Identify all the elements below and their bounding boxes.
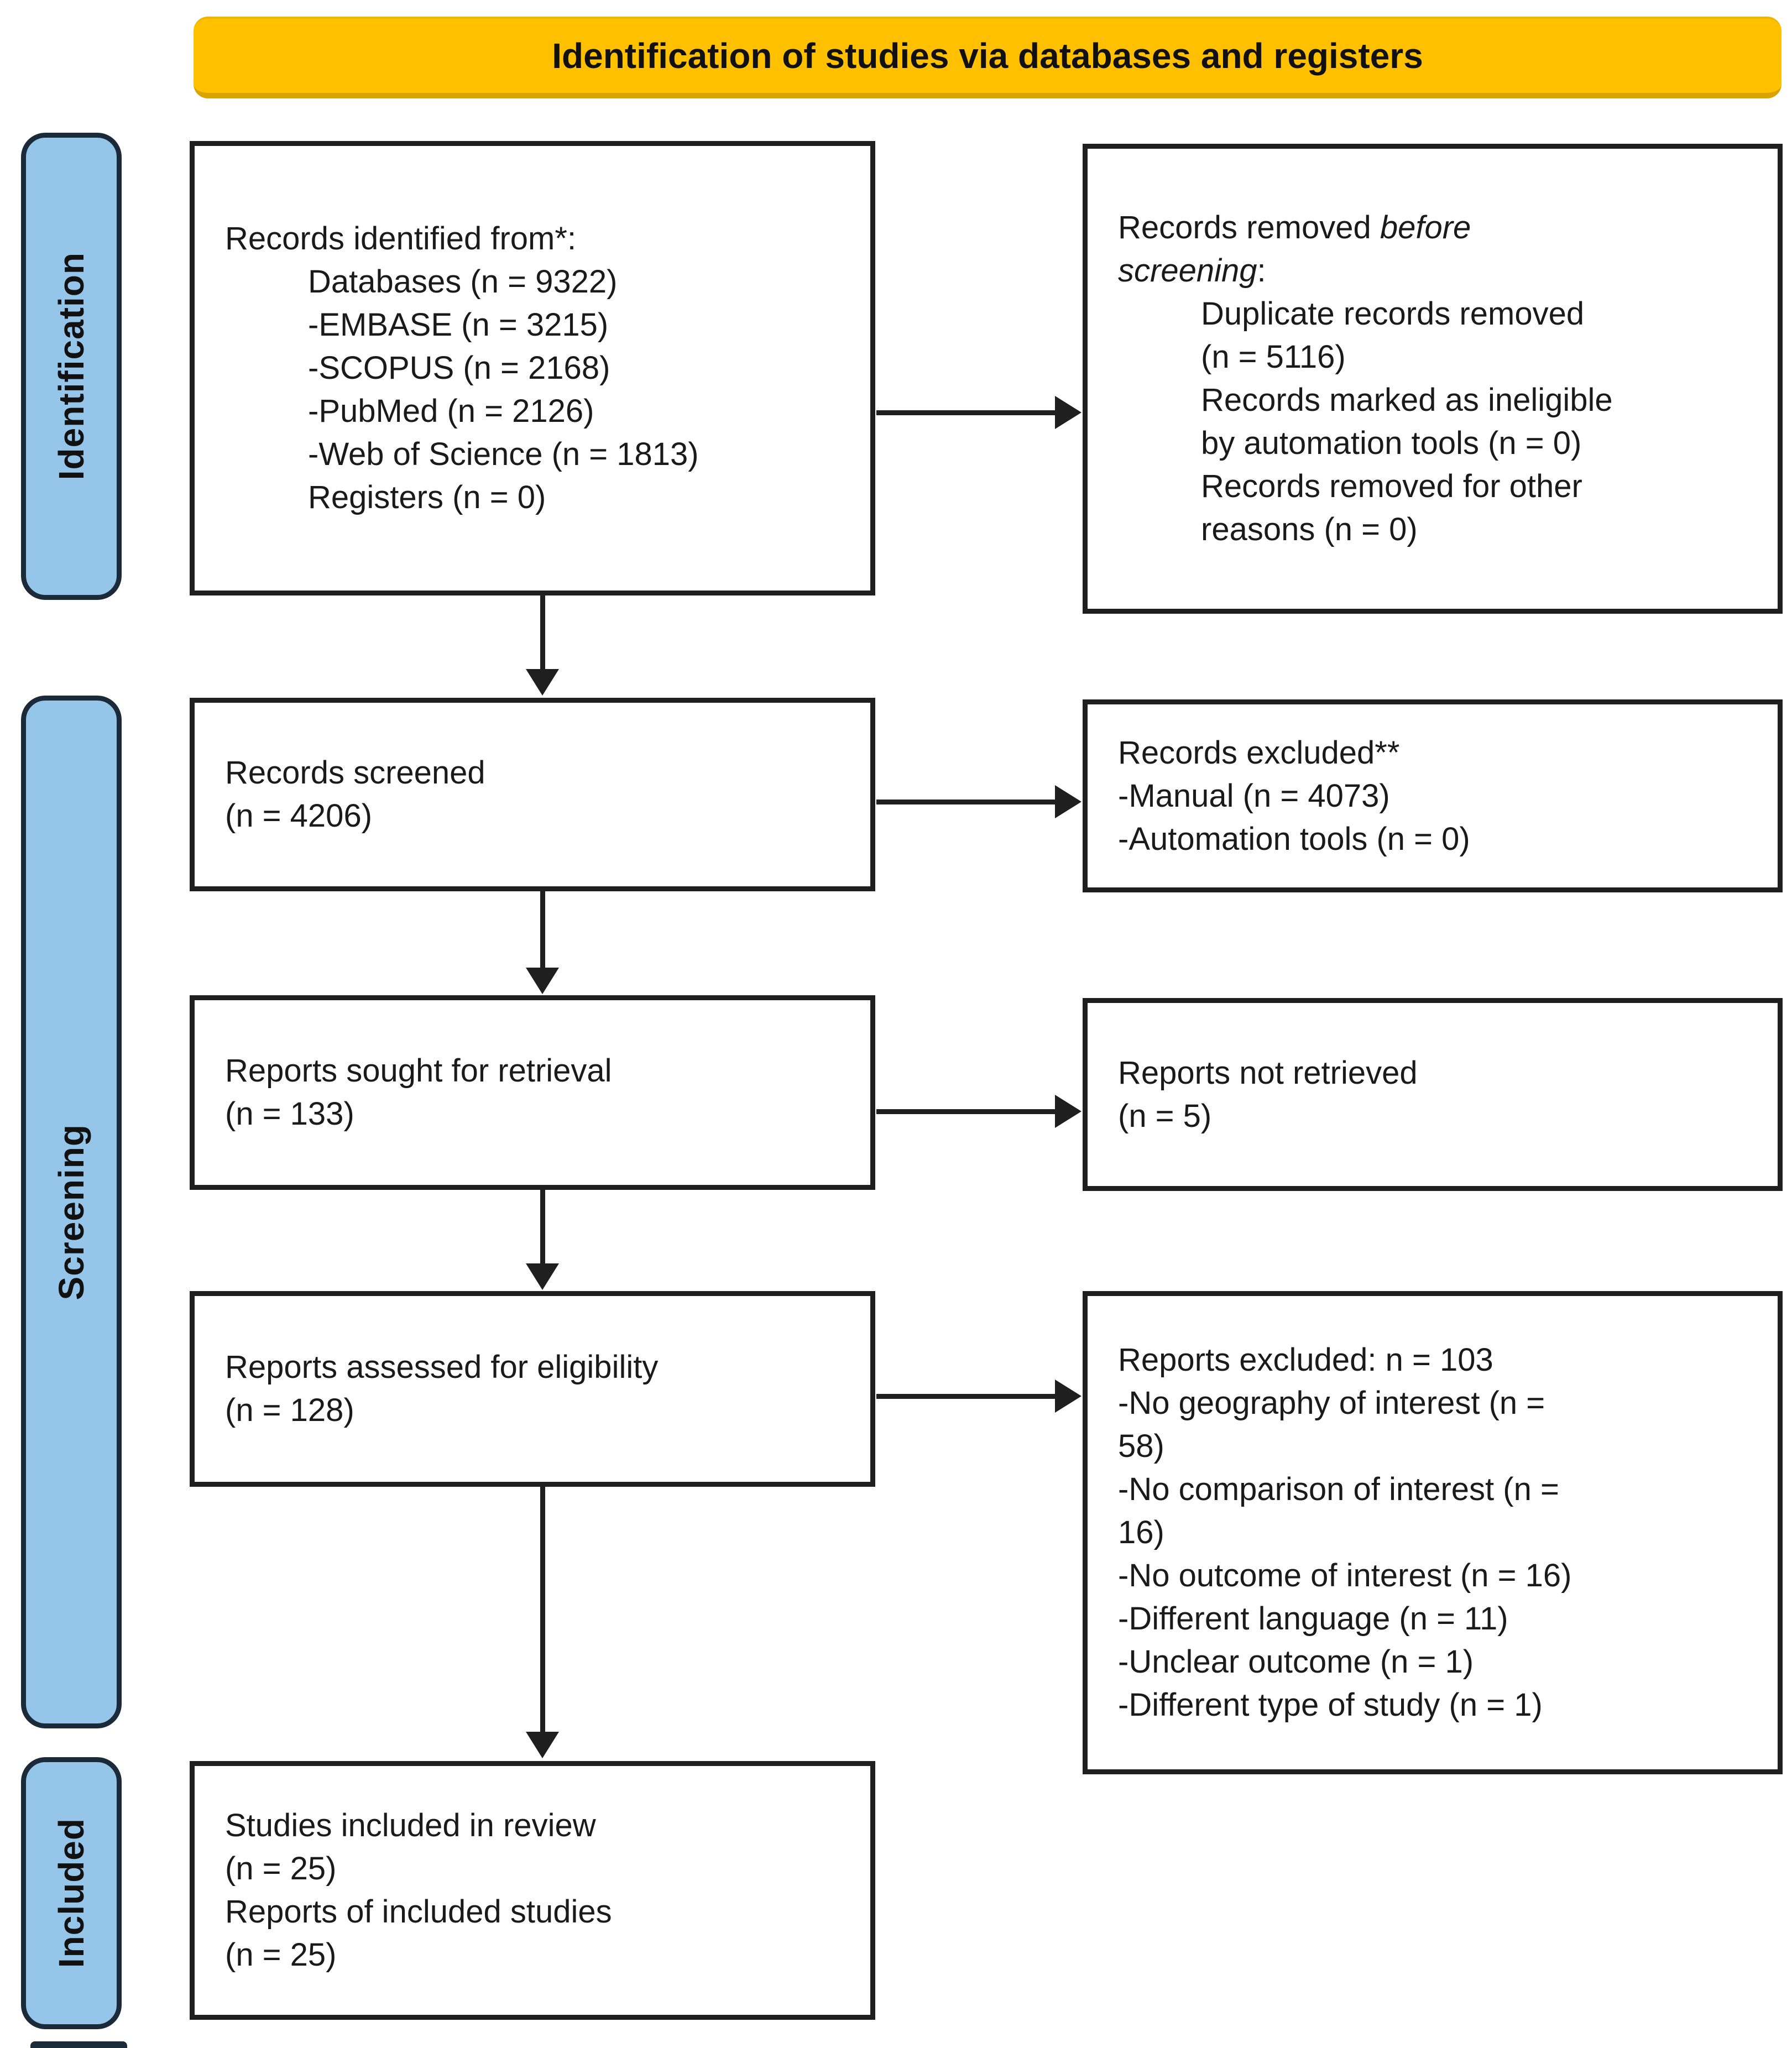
box-line: Duplicate records removed — [1201, 296, 1585, 332]
box-reports-not-retrieved: Reports not retrieved (n = 5) — [1083, 998, 1783, 1191]
box-line: -No comparison of interest (n = — [1118, 1471, 1559, 1507]
box-line: Databases (n = 9322) — [308, 264, 618, 300]
stage-identification: Identification — [21, 133, 122, 600]
box-line: -Different type of study (n = 1) — [1118, 1687, 1543, 1723]
arrow-right-1-line — [876, 410, 1055, 415]
box-line: (n = 133) — [225, 1096, 354, 1132]
stage-identification-label: Identification — [51, 252, 91, 480]
box-line: Studies included in review — [225, 1807, 596, 1843]
box-line: (n = 25) — [225, 1851, 337, 1887]
box-line: (n = 25) — [225, 1937, 337, 1973]
box-line: -Manual (n = 4073) — [1118, 777, 1390, 814]
arrow-down-2-head-icon — [526, 968, 559, 994]
arrow-down-2-line — [540, 891, 545, 969]
box-line: Reports assessed for eligibility — [225, 1349, 659, 1385]
box-reports-assessed: Reports assessed for eligibility (n = 12… — [190, 1291, 875, 1487]
box-line: Registers (n = 0) — [308, 479, 546, 515]
box-line: -EMBASE (n = 3215) — [308, 307, 609, 343]
arrow-down-1-line — [540, 595, 545, 670]
box-line-text: : — [1257, 253, 1266, 289]
box-line: (n = 5) — [1118, 1098, 1212, 1134]
box-reports-excluded: Reports excluded: n = 103 -No geography … — [1083, 1291, 1783, 1774]
box-line-text-italic: before — [1380, 210, 1471, 245]
arrow-right-1-head-icon — [1055, 396, 1082, 429]
stage-included: Included — [21, 1757, 122, 2029]
arrow-down-3-line — [540, 1190, 545, 1265]
arrow-down-4-line — [540, 1487, 545, 1733]
arrow-right-4-head-icon — [1055, 1380, 1082, 1413]
box-line: Reports of included studies — [225, 1894, 612, 1930]
box-line: (n = 128) — [225, 1392, 354, 1428]
title-banner: Identification of studies via databases … — [194, 17, 1781, 98]
stage-screening: Screening — [21, 696, 122, 1728]
box-line: Reports excluded: n = 103 — [1118, 1342, 1493, 1378]
title-banner-label: Identification of studies via databases … — [552, 36, 1423, 76]
box-line: (n = 4206) — [225, 798, 373, 834]
box-line: by automation tools (n = 0) — [1201, 425, 1582, 461]
box-line: -No geography of interest (n = — [1118, 1385, 1545, 1421]
box-line: -Different language (n = 11) — [1118, 1601, 1508, 1637]
arrow-right-2-line — [876, 800, 1055, 804]
box-records-removed: Records removed before screening: Duplic… — [1083, 144, 1783, 614]
box-line: Reports not retrieved — [1118, 1054, 1418, 1091]
arrow-right-3-head-icon — [1055, 1095, 1082, 1128]
stage-included-label: Included — [51, 1818, 91, 1968]
box-records-screened: Records screened (n = 4206) — [190, 698, 875, 891]
box-line: Reports sought for retrieval — [225, 1053, 612, 1089]
box-line: (n = 5116) — [1201, 339, 1346, 375]
box-reports-sought: Reports sought for retrieval (n = 133) — [190, 995, 875, 1190]
box-line-text-italic: screening — [1118, 253, 1257, 289]
box-studies-included: Studies included in review (n = 25) Repo… — [190, 1761, 875, 2020]
box-line: -Web of Science (n = 1813) — [308, 436, 699, 472]
box-line: Records excluded** — [1118, 734, 1400, 771]
arrow-right-2-head-icon — [1055, 785, 1082, 818]
arrow-down-3-head-icon — [526, 1263, 559, 1290]
box-records-excluded: Records excluded** -Manual (n = 4073) -A… — [1083, 699, 1783, 892]
box-line: -PubMed (n = 2126) — [308, 393, 594, 429]
box-line: Records screened — [225, 755, 485, 791]
box-line: -No outcome of interest (n = 16) — [1118, 1558, 1572, 1594]
arrow-down-4-head-icon — [526, 1732, 559, 1758]
box-line: reasons (n = 0) — [1201, 511, 1418, 547]
box-line: Records removed for other — [1201, 468, 1582, 504]
stage-screening-label: Screening — [51, 1124, 91, 1300]
box-line: -SCOPUS (n = 2168) — [308, 350, 610, 386]
box-line: Records identified from*: — [225, 221, 577, 257]
box-line: screening: — [1118, 249, 1761, 292]
arrow-right-3-line — [876, 1109, 1055, 1114]
box-line: 16) — [1118, 1514, 1164, 1550]
box-records-identified: Records identified from*: Databases (n =… — [190, 141, 875, 595]
cropped-box-edge — [30, 2041, 127, 2048]
box-line: -Unclear outcome (n = 1) — [1118, 1644, 1474, 1680]
box-line: Records marked as ineligible — [1201, 382, 1613, 418]
box-line: -Automation tools (n = 0) — [1118, 821, 1470, 857]
box-line: Records removed before — [1118, 206, 1761, 249]
arrow-right-4-line — [876, 1394, 1055, 1399]
arrow-down-1-head-icon — [526, 669, 559, 696]
box-line-text: Records removed — [1118, 210, 1380, 245]
box-line: 58) — [1118, 1428, 1164, 1464]
